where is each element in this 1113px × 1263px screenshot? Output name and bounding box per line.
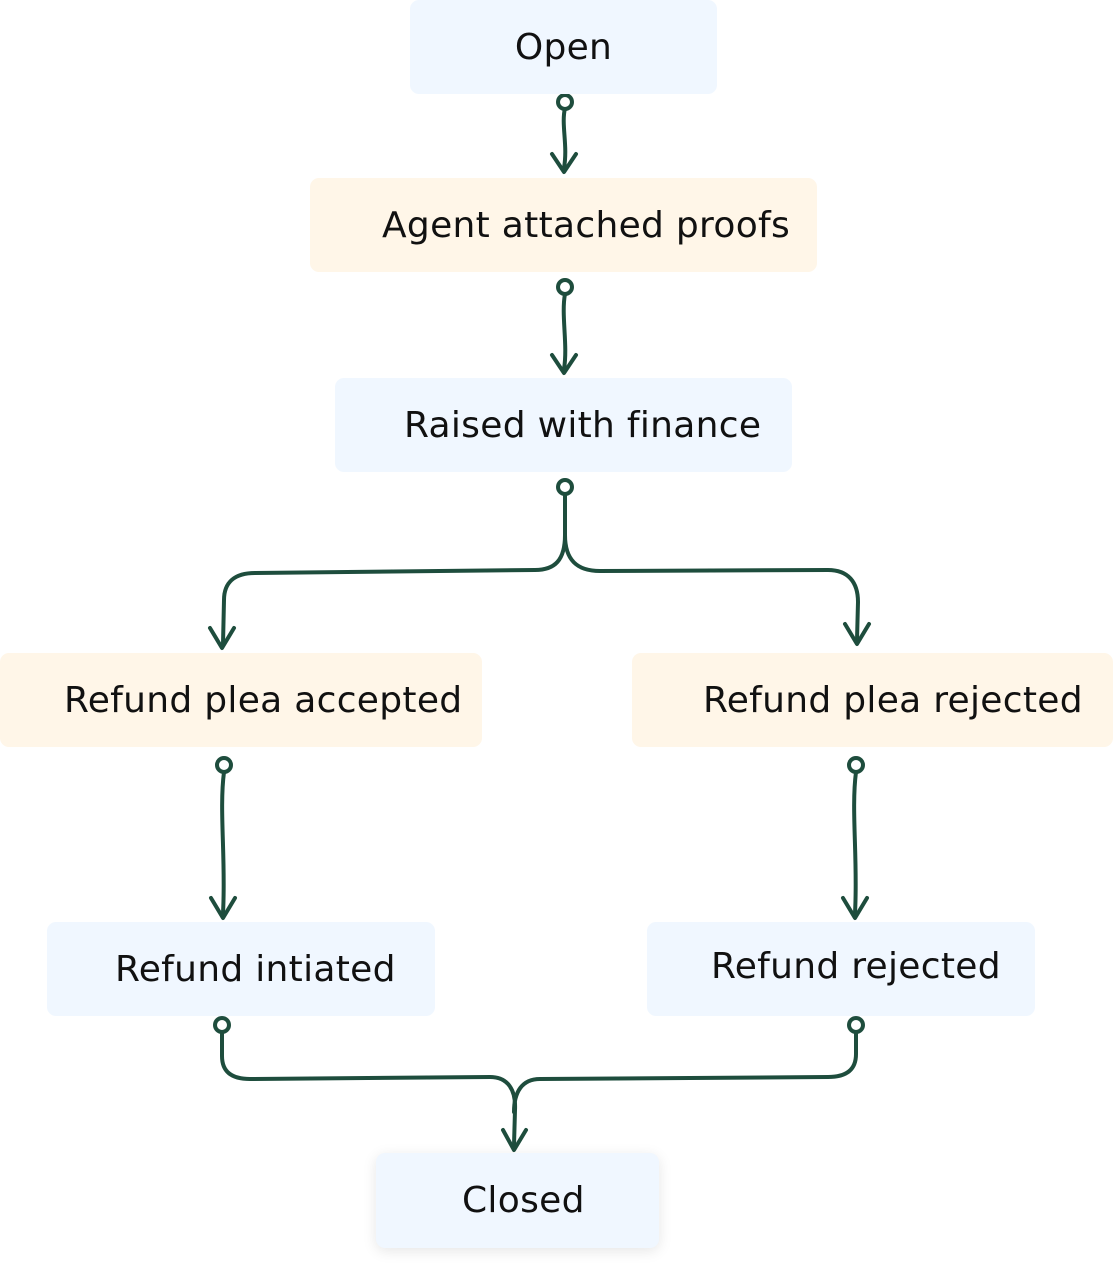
edge-rejected-plea-to-rejected <box>841 756 869 920</box>
node-label: Refund plea rejected <box>703 679 1083 721</box>
edge-start-dot <box>556 478 574 496</box>
node-refund-initiated: Refund intiated <box>47 922 435 1016</box>
arrowhead <box>841 896 869 920</box>
edge-accepted-to-initiated <box>209 756 237 920</box>
arrowhead <box>209 896 237 920</box>
node-refund-rejected: Refund rejected <box>647 922 1035 1016</box>
edge-line <box>220 1029 518 1147</box>
edge-line <box>512 1029 858 1114</box>
node-agent-attached-proofs: Agent attached proofs <box>310 178 817 272</box>
node-label: Agent attached proofs <box>382 204 791 246</box>
arrowhead <box>550 152 578 174</box>
edge-line <box>563 533 860 642</box>
edge-start-dot <box>556 93 574 111</box>
node-refund-plea-accepted: Refund plea accepted <box>0 653 482 747</box>
arrowhead <box>208 626 236 650</box>
node-label: Closed <box>462 1180 585 1221</box>
edge-line <box>561 106 568 170</box>
node-label: Open <box>514 26 613 68</box>
edge-line <box>220 770 226 915</box>
node-open: Open <box>410 0 717 94</box>
edge-line <box>561 292 568 371</box>
edge-start-dot <box>556 278 574 296</box>
node-label: Refund plea accepted <box>64 679 463 721</box>
node-closed: Closed <box>376 1153 659 1248</box>
edge-open-to-proofs <box>550 93 578 174</box>
edge-start-dot <box>213 1016 231 1034</box>
edge-initiated-to-closed <box>213 1016 528 1152</box>
edge-start-dot <box>847 756 865 774</box>
edge-line <box>221 492 567 646</box>
node-label: Raised with finance <box>404 404 762 446</box>
node-label: Refund intiated <box>115 948 396 990</box>
node-refund-plea-rejected: Refund plea rejected <box>632 653 1113 747</box>
edge-start-dot <box>847 1016 865 1034</box>
arrowhead <box>501 1128 528 1152</box>
edge-finance-to-accepted <box>208 492 567 650</box>
edge-start-dot <box>215 756 233 774</box>
edge-proofs-to-finance <box>550 278 578 375</box>
arrowhead <box>550 353 578 375</box>
edge-rejected-to-closed <box>512 1016 865 1114</box>
edge-line <box>852 770 858 915</box>
arrowhead <box>843 622 871 646</box>
edge-finance-to-rejected-plea <box>556 478 871 646</box>
node-label: Refund rejected <box>711 945 1001 987</box>
node-raised-with-finance: Raised with finance <box>335 378 792 472</box>
